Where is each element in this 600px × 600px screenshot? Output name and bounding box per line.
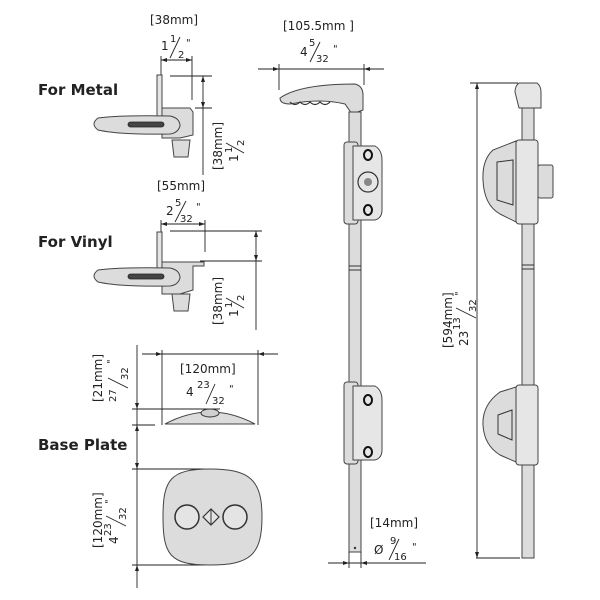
- vinyl-label: For Vinyl: [38, 233, 113, 251]
- svg-text:2: 2: [166, 204, 174, 218]
- metal-latch-plate: [156, 74, 163, 121]
- svg-text:32: 32: [468, 299, 479, 312]
- lower-side-keeper: [482, 386, 517, 463]
- upper-side-keeper: [482, 140, 517, 223]
- metal-width-in-den: 2: [178, 50, 184, 61]
- svg-text:": ": [104, 499, 115, 504]
- svg-text:23: 23: [103, 523, 114, 536]
- metal-width-mm: [38mm]: [150, 13, 198, 27]
- svg-text:": ": [186, 38, 191, 49]
- handle-lever: [279, 83, 364, 115]
- rod-diameter-mm: [14mm]: [370, 516, 418, 530]
- handle-assembly: [105.5mm ] 4 5 32 ": [258, 19, 426, 568]
- vinyl-width-mm: [55mm]: [157, 179, 205, 193]
- base-plate-label: Base Plate: [38, 436, 127, 454]
- svg-text:16: 16: [394, 552, 407, 563]
- svg-text:32: 32: [180, 214, 193, 225]
- svg-text:2: 2: [236, 140, 247, 146]
- svg-text:5: 5: [175, 198, 181, 209]
- lower-keeper-cover: [352, 385, 383, 461]
- svg-text:": ": [106, 359, 117, 364]
- metal-width-in-whole: 1: [161, 39, 169, 53]
- svg-text:32: 32: [120, 367, 131, 380]
- svg-text:23: 23: [197, 380, 210, 391]
- svg-text:4: 4: [300, 45, 308, 59]
- svg-text:": ": [454, 291, 465, 296]
- svg-text:1: 1: [227, 309, 241, 317]
- svg-text:4: 4: [107, 536, 121, 544]
- metal-width-in-num: 1: [170, 34, 176, 45]
- svg-text:4: 4: [186, 385, 194, 399]
- side-view-assembly: [594mm] 23 13 32 ": [441, 82, 554, 559]
- metal-section: For Metal [38mm] 1 1 2 " [38mm] 1 1 2: [38, 13, 247, 175]
- svg-text:27: 27: [108, 389, 119, 402]
- svg-text:1: 1: [224, 147, 235, 153]
- svg-text:": ": [412, 542, 417, 553]
- svg-text:9: 9: [390, 536, 396, 547]
- base-plate-height-mm: [120mm]: [91, 492, 105, 548]
- svg-text:1: 1: [224, 302, 235, 308]
- svg-text:23: 23: [457, 331, 471, 346]
- svg-text:": ": [229, 384, 234, 395]
- svg-text:32: 32: [212, 396, 225, 407]
- svg-text:": ": [196, 202, 201, 213]
- metal-label: For Metal: [38, 81, 118, 99]
- svg-text:32: 32: [118, 507, 129, 520]
- base-plate-section: Base Plate [120mm] 4 23 32 " [21mm] 27 3…: [38, 345, 278, 588]
- vinyl-section: For Vinyl [55mm] 2 5 32 " [38mm] 1 1 2: [38, 179, 262, 330]
- svg-text:32: 32: [316, 54, 329, 65]
- svg-text:": ": [333, 44, 338, 55]
- overall-length-mm: [594mm]: [441, 292, 455, 348]
- base-plate-thickness-mm: [21mm]: [91, 354, 105, 402]
- side-handle-top: [514, 82, 542, 109]
- metal-height-mm: [38mm]: [211, 122, 225, 170]
- handle-width-mm: [105.5mm ]: [283, 19, 354, 33]
- svg-text:5: 5: [309, 38, 315, 49]
- svg-text:13: 13: [452, 317, 463, 330]
- svg-text:2: 2: [236, 295, 247, 301]
- svg-text:1: 1: [227, 154, 241, 162]
- vinyl-height-mm: [38mm]: [211, 277, 225, 325]
- svg-text:Ø: Ø: [374, 543, 383, 557]
- base-plate-width-mm: [120mm]: [180, 362, 236, 376]
